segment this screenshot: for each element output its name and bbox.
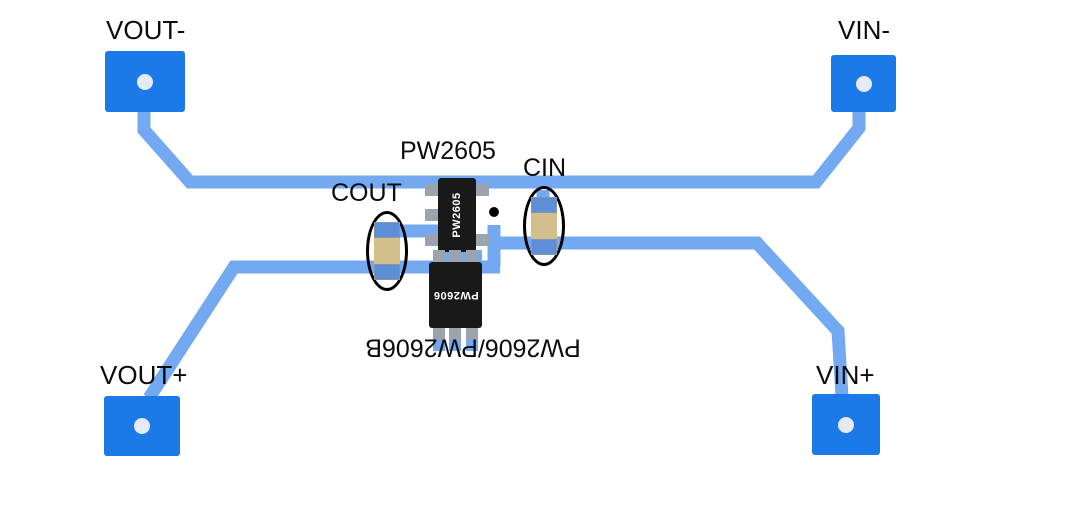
ic-pin xyxy=(476,184,489,196)
capacitor-cout xyxy=(366,211,408,291)
pad-vout-minus xyxy=(105,51,185,112)
ic-pin xyxy=(466,250,478,262)
ic-pin xyxy=(476,234,489,246)
ic-pin xyxy=(449,328,461,340)
capacitor-terminal xyxy=(531,197,557,213)
pad-hole xyxy=(134,418,150,434)
label-vout-minus: VOUT- xyxy=(106,15,186,45)
pad-hole xyxy=(838,416,854,433)
pad-hole xyxy=(855,75,872,92)
trace-bottom-left-rail xyxy=(143,260,500,402)
ic-pw2606-marking: PW2606 xyxy=(432,289,479,301)
ic-pw2606: PW2606 xyxy=(429,250,482,351)
label-vin-plus: VIN+ xyxy=(816,360,875,390)
ic-pw2605: PW2605 xyxy=(425,178,489,252)
pad-hole xyxy=(137,73,153,90)
label-pw2606-mirrored: PW2606/PW2606B xyxy=(365,333,581,362)
capacitor-cin xyxy=(523,186,565,266)
capacitor-ceramic xyxy=(531,213,557,239)
trace-bottom-right-rail xyxy=(489,236,849,397)
capacitor-body xyxy=(531,197,557,255)
ic-pin xyxy=(466,328,478,340)
capacitor-terminal xyxy=(531,239,557,255)
capacitor-terminal xyxy=(374,222,400,238)
ic-pin xyxy=(425,209,438,221)
pad-vin-minus xyxy=(831,55,896,112)
ic-pin xyxy=(433,328,445,340)
pad-vout-plus xyxy=(104,396,180,456)
ic-pin xyxy=(425,234,438,246)
copper-stub xyxy=(466,340,478,351)
capacitor-ceramic xyxy=(374,238,400,264)
ic-pin xyxy=(433,250,445,262)
ic-pin xyxy=(425,184,438,196)
capacitor-body xyxy=(374,222,400,280)
pad-vin-plus xyxy=(812,394,880,455)
label-pw2605: PW2605 xyxy=(400,137,496,165)
capacitor-terminal xyxy=(374,264,400,280)
copper-stub xyxy=(433,340,445,351)
ic-pin xyxy=(449,250,461,262)
ic-pw2605-marking: PW2605 xyxy=(451,192,463,238)
label-vin-minus: VIN- xyxy=(838,15,890,45)
trace-top-rail xyxy=(137,88,866,189)
label-vout-plus: VOUT+ xyxy=(100,360,188,390)
pin1-dot xyxy=(489,207,499,217)
copper-stub xyxy=(449,340,461,351)
label-cout: COUT xyxy=(331,179,402,207)
label-cin: CIN xyxy=(523,154,567,182)
